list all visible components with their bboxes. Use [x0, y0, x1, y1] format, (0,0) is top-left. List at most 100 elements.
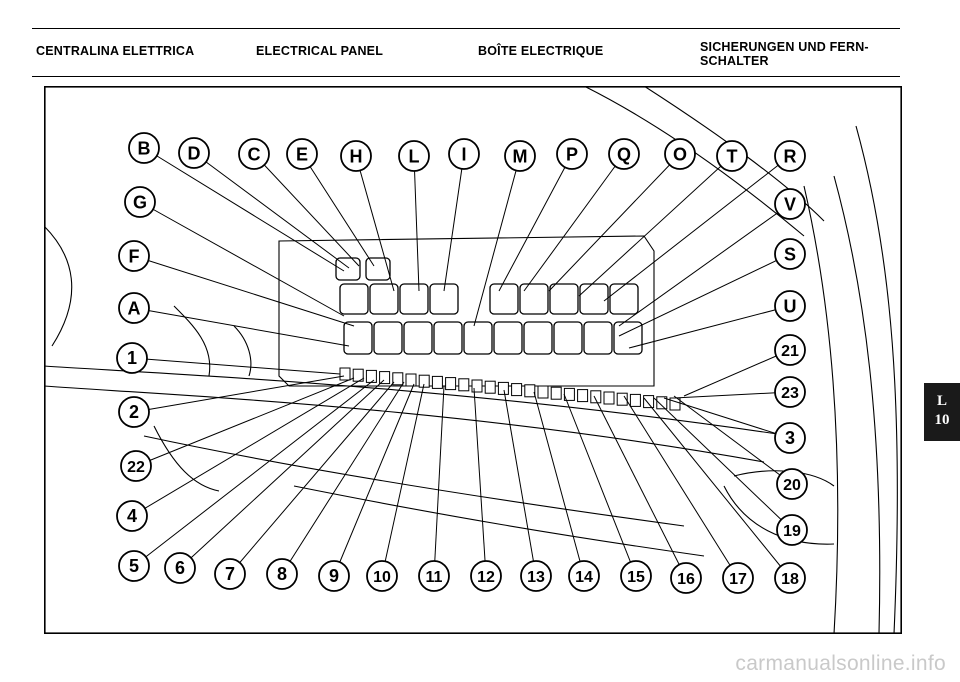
relay-callout-R	[774, 140, 806, 172]
fuse-10	[471, 379, 483, 393]
fuse-callout-label-6: 6	[175, 558, 185, 578]
fuse-callout-label-20: 20	[783, 477, 801, 494]
relay-block-1-3	[429, 283, 459, 315]
fuse-callout-22	[120, 450, 152, 482]
relay-callout-label-A: A	[128, 299, 141, 319]
fuse-callout-label-14: 14	[575, 569, 593, 586]
fuse-18	[577, 389, 589, 403]
fuse-callout-10	[366, 560, 398, 592]
relay-callout-label-B: B	[138, 139, 151, 159]
fuse-callout-17	[722, 562, 754, 594]
relay-leader-R	[603, 155, 791, 302]
relay-callout-label-H: H	[350, 147, 363, 167]
relay-leader-G	[139, 201, 345, 317]
relay-leader-L	[413, 155, 420, 292]
relay-callout-F	[118, 240, 150, 272]
relay-callout-E	[286, 138, 318, 170]
relay-leader-B	[143, 147, 345, 272]
relay-block-2-0	[343, 321, 373, 355]
fuse-leader-13	[503, 389, 537, 577]
fuse-leader-22	[135, 377, 355, 467]
relay-callout-label-F: F	[129, 247, 140, 267]
fuse-callout-7	[214, 558, 246, 590]
fuse-callout-12	[470, 560, 502, 592]
fuse-callout-18	[774, 562, 806, 594]
fuse-callout-16	[670, 562, 702, 594]
fuse-callout-label-19: 19	[783, 523, 801, 540]
fuse-leader-4	[131, 377, 365, 517]
fuse-callout-label-8: 8	[277, 564, 287, 584]
relay-block-1-5	[519, 283, 549, 315]
fuse-8	[445, 377, 457, 391]
fuse-callout-label-10: 10	[373, 569, 391, 586]
relay-callout-A	[118, 292, 150, 324]
relay-leader-A	[133, 307, 350, 347]
relay-callout-G	[124, 186, 156, 218]
relay-block-1-2	[399, 283, 429, 315]
fuse-callout-label-13: 13	[527, 569, 545, 586]
relay-callout-S	[774, 238, 806, 270]
fuse-6	[418, 374, 430, 388]
fuse-16	[550, 386, 562, 400]
fuse-callout-19	[776, 514, 808, 546]
relay-callout-V	[774, 188, 806, 220]
relay-callout-M	[504, 140, 536, 172]
relay-callout-label-G: G	[133, 193, 147, 213]
fuse-leader-11	[433, 385, 445, 577]
header-german: SICHERUNGEN UND FERN-SCHALTER	[700, 40, 869, 68]
relay-leader-C	[253, 153, 360, 267]
relay-callout-C	[238, 138, 270, 170]
relay-block-1-8	[609, 283, 639, 315]
fuse-19	[590, 390, 602, 404]
fuse-leader-20	[673, 395, 793, 485]
fuse-callout-9	[318, 560, 350, 592]
relay-callout-label-C: C	[248, 145, 261, 165]
fuse-callout-11	[418, 560, 450, 592]
header-french: BOÎTE ELECTRIQUE	[478, 44, 604, 58]
relay-block-1-6	[549, 283, 579, 315]
fuse-2	[365, 369, 377, 383]
relay-callout-I	[448, 138, 480, 170]
relay-leader-O	[548, 153, 681, 292]
fuse-4	[392, 372, 404, 386]
header-english: ELECTRICAL PANEL	[256, 44, 384, 58]
fuse-leader-18	[643, 397, 791, 579]
relay-block-1-1	[369, 283, 399, 315]
fuse-13	[511, 383, 523, 397]
fuse-5	[405, 373, 417, 387]
fuse-leader-12	[473, 387, 487, 577]
fuse-leader-14	[533, 391, 585, 577]
fuse-callout-3	[774, 422, 806, 454]
fuse-callout-20	[776, 468, 808, 500]
fuse-9	[458, 378, 470, 392]
relay-leader-I	[443, 153, 465, 292]
relay-leader-P	[498, 153, 573, 292]
fuse-callout-label-4: 4	[127, 506, 137, 526]
fuse-callout-23	[774, 376, 806, 408]
relay-callout-O	[664, 138, 696, 170]
fuse-callout-14	[568, 560, 600, 592]
fuse-23	[643, 395, 655, 409]
relay-block-2-6	[523, 321, 553, 355]
relay-callout-H	[340, 140, 372, 172]
fuse-leader-9	[333, 383, 415, 577]
header-bottom-rule	[32, 76, 900, 77]
relay-callout-label-D: D	[188, 144, 201, 164]
section-tab-number: 10	[934, 412, 950, 428]
relay-block-2-3	[433, 321, 463, 355]
fuse-leader-21	[683, 349, 791, 397]
fuse-callout-21	[774, 334, 806, 366]
relay-block-0-1	[365, 257, 391, 281]
fuse-callout-label-9: 9	[329, 566, 339, 586]
fuse-leader-19	[653, 397, 793, 531]
fuse-callout-label-1: 1	[127, 348, 137, 368]
relay-block-2-4	[463, 321, 493, 355]
relay-callout-U	[774, 290, 806, 322]
fuse-15	[537, 385, 549, 399]
relay-block-1-7	[579, 283, 609, 315]
fuse-leader-5	[133, 379, 375, 567]
relay-callout-label-E: E	[296, 145, 308, 165]
fuse-callout-13	[520, 560, 552, 592]
section-tab-letter: L	[936, 393, 947, 409]
